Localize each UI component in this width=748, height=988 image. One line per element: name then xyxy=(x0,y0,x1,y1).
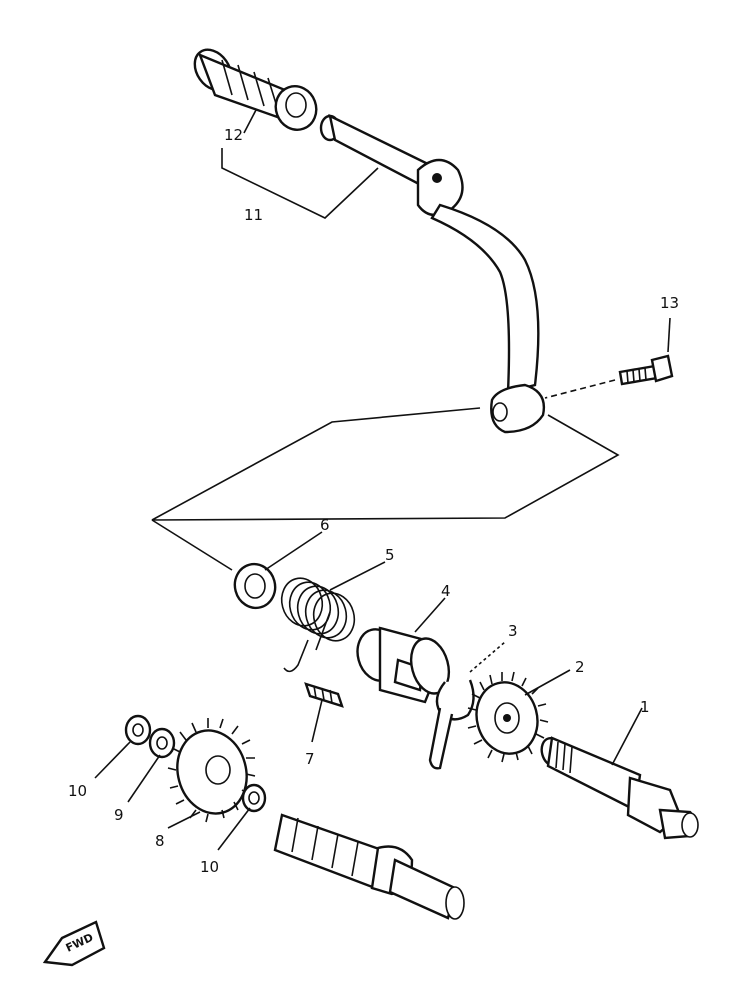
fwd-arrow-icon: FWD xyxy=(42,920,106,967)
callout-4: 4 xyxy=(441,582,451,600)
callout-8: 8 xyxy=(155,832,165,850)
callout-2: 2 xyxy=(575,658,585,676)
callout-11: 11 xyxy=(244,206,263,224)
nut-part-10b[interactable] xyxy=(241,783,267,813)
callout-13: 13 xyxy=(660,294,679,312)
callout-1: 1 xyxy=(640,698,650,716)
callout-5: 5 xyxy=(385,546,395,564)
kick-grip-part-12[interactable] xyxy=(187,43,322,136)
idler-gear-part-8[interactable] xyxy=(167,718,256,823)
callout-3: 3 xyxy=(508,622,518,640)
callout-10a: 10 xyxy=(68,782,87,800)
kick-axle-part-1[interactable] xyxy=(539,736,699,840)
kick-crank-part-11[interactable] xyxy=(319,113,546,434)
callout-10b: 10 xyxy=(200,858,219,876)
nut-part-10a[interactable] xyxy=(124,714,152,746)
callout-12: 12 xyxy=(224,126,243,144)
main-shaft xyxy=(273,813,465,920)
kick-ratchet-part-4[interactable] xyxy=(352,625,455,704)
leader-lines xyxy=(94,109,671,851)
bolt-part-13[interactable] xyxy=(618,354,674,386)
callout-6: 6 xyxy=(320,516,330,534)
torsion-spring-part-5[interactable] xyxy=(276,574,359,673)
seal-part-6[interactable] xyxy=(230,560,280,613)
pin-part-7[interactable] xyxy=(304,682,344,708)
callout-9: 9 xyxy=(114,806,124,824)
washer-part-9[interactable] xyxy=(148,727,176,759)
callout-7: 7 xyxy=(305,750,315,768)
kick-gear-part-2[interactable] xyxy=(467,671,549,763)
circlip-part-3[interactable] xyxy=(428,679,475,770)
